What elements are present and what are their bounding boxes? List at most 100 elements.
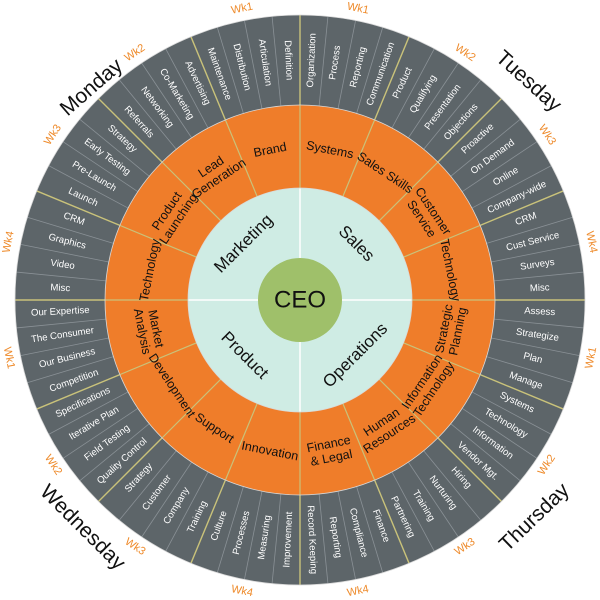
topic-divider xyxy=(62,141,139,192)
topic-divider xyxy=(79,118,150,177)
topic-divider xyxy=(318,16,329,106)
topic-divider xyxy=(494,318,584,329)
category-divider xyxy=(161,161,222,222)
topic-divider xyxy=(216,27,244,114)
topic-divider xyxy=(337,20,356,109)
topic-divider xyxy=(141,461,192,538)
topic-divider xyxy=(471,165,552,209)
topic-divider xyxy=(450,423,521,482)
topic-divider xyxy=(36,190,121,227)
topic-divider xyxy=(356,486,384,573)
topic-divider xyxy=(97,97,163,163)
topic-divider xyxy=(244,491,263,580)
topic-divider xyxy=(461,141,538,192)
topic-divider xyxy=(62,408,139,459)
topic-divider xyxy=(190,36,227,121)
topic-label: Record Keeping xyxy=(305,505,319,574)
topic-divider xyxy=(216,486,244,573)
topic-divider xyxy=(471,391,552,435)
topic-divider xyxy=(190,479,227,564)
week-label: Wk4 xyxy=(230,583,254,599)
week-label: Wk2 xyxy=(42,452,64,477)
ring-outline xyxy=(14,14,586,586)
topic-divider xyxy=(165,48,209,129)
week-label: Wk4 xyxy=(346,583,370,599)
topic-divider xyxy=(118,79,177,150)
topic-divider xyxy=(479,373,564,410)
topic-label: Definition xyxy=(282,40,295,80)
topic-divider xyxy=(408,461,459,538)
topic-label: Assess xyxy=(524,306,556,319)
ring-outline xyxy=(187,187,413,413)
topic-divider xyxy=(48,165,129,209)
topic-label: Surveys xyxy=(519,257,555,273)
week-label: Wk2 xyxy=(122,42,147,64)
topic-divider xyxy=(36,373,121,410)
week-label: Wk1 xyxy=(230,1,254,17)
topic-label: Misc xyxy=(50,282,70,294)
wheel-rings xyxy=(14,14,586,586)
topic-divider xyxy=(27,356,114,384)
topic-divider xyxy=(48,391,129,435)
topic-divider xyxy=(271,16,282,106)
topic-divider xyxy=(244,20,263,109)
topic-divider xyxy=(79,423,150,482)
week-label: Wk1 xyxy=(583,346,599,370)
topic-divider xyxy=(479,190,564,227)
topic-label: Organization xyxy=(305,33,319,88)
topic-label: Process xyxy=(327,44,343,80)
topic-divider xyxy=(16,271,106,282)
topic-divider xyxy=(16,318,106,329)
topic-divider xyxy=(165,471,209,552)
topic-divider xyxy=(373,479,410,564)
topic-divider xyxy=(391,471,435,552)
category-divider xyxy=(119,224,197,258)
topic-divider xyxy=(437,437,503,503)
topic-label: Misc xyxy=(530,282,550,294)
topic-divider xyxy=(423,79,482,150)
category-label-line: Brand xyxy=(252,140,287,160)
topic-divider xyxy=(20,337,109,356)
week-label: Wk4 xyxy=(583,230,599,254)
week-label: Wk2 xyxy=(536,452,558,477)
week-label: Wk2 xyxy=(453,42,478,64)
ring-outline xyxy=(104,104,496,496)
ceo-circle xyxy=(258,258,342,342)
category-divider xyxy=(403,224,481,258)
category-divider xyxy=(224,403,258,481)
topic-divider xyxy=(97,437,163,503)
topic-label: Plan xyxy=(522,351,543,366)
week-label: Wk3 xyxy=(42,122,64,147)
topic-divider xyxy=(391,48,435,129)
week-label: Wk3 xyxy=(536,122,558,147)
ceo-label: CEO xyxy=(274,286,326,313)
topic-divider xyxy=(318,494,329,584)
topic-divider xyxy=(356,27,384,114)
category-divider xyxy=(119,342,197,376)
topic-divider xyxy=(491,337,580,356)
topic-divider xyxy=(491,244,580,263)
topic-divider xyxy=(373,36,410,121)
topic-divider xyxy=(423,450,482,521)
topic-label: Improvement xyxy=(281,511,295,568)
topic-divider xyxy=(486,216,573,244)
category-divider xyxy=(378,378,439,439)
topic-divider xyxy=(437,97,503,163)
topic-divider xyxy=(461,408,538,459)
category-divider xyxy=(342,119,376,197)
topic-divider xyxy=(486,356,573,384)
topic-divider xyxy=(271,494,282,584)
category-divider xyxy=(342,403,376,481)
category-divider xyxy=(224,119,258,197)
topic-divider xyxy=(27,216,114,244)
topic-divider xyxy=(20,244,109,263)
topic-divider xyxy=(141,62,192,139)
topic-label: Video xyxy=(50,258,76,272)
week-label: Wk3 xyxy=(452,536,477,558)
topic-divider xyxy=(337,491,356,580)
topic-divider xyxy=(118,450,177,521)
week-label: Wk1 xyxy=(1,346,17,370)
